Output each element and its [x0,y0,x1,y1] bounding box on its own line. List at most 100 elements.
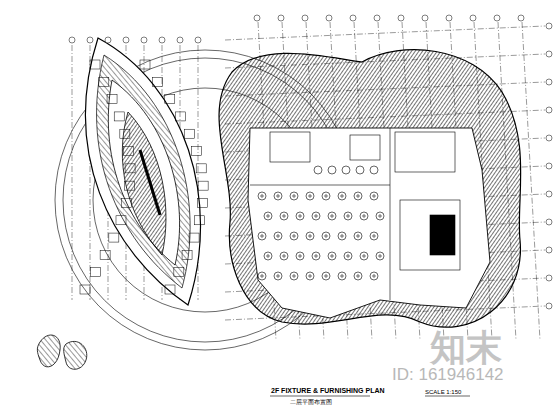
title-underline [270,396,470,397]
room-cell [196,164,206,173]
room-cell [99,77,109,86]
planter-ovals [37,335,86,369]
dining-table [354,272,362,280]
room-cell [120,129,130,138]
room-cell [121,198,131,207]
dining-table [274,192,282,200]
table-center [261,275,263,277]
dining-table [338,232,346,240]
room-cell [140,60,150,69]
grid-bubble [123,37,129,43]
table-center [325,195,327,197]
table-center [357,235,359,237]
dining-table [376,252,384,260]
room-cell [165,95,175,104]
grid-bubble [422,15,428,21]
grid-lines [72,22,545,340]
room-cell [125,164,135,173]
grid-bubble [398,15,404,21]
table-center [357,195,359,197]
dining-table [290,192,298,200]
table-center [283,215,285,217]
dining-table [370,192,378,200]
grid-bubble [546,135,552,141]
grid-bubble [177,37,183,43]
dining-table [328,166,336,174]
dining-table [344,212,352,220]
room-cell [189,233,199,242]
grid-line [72,45,73,300]
grid-bubble [87,37,93,43]
grid-bubble [105,37,111,43]
room-cell [153,77,163,86]
dining-table [258,192,266,200]
dining-table [306,192,314,200]
table-center [347,215,349,217]
dining-table [322,272,330,280]
grid-bubble [326,15,332,21]
room-cell [182,250,192,259]
table-center [363,215,365,217]
table-center [261,235,263,237]
grid-bubble [546,191,552,197]
watermark: 知末 [430,328,502,368]
dining-table [296,212,304,220]
room-cell [165,285,175,294]
dining-table [290,232,298,240]
grid-bubble [302,15,308,21]
dining-table [296,252,304,260]
scale-note: SCALE 1:150 [425,389,461,396]
grid-bubble [350,15,356,21]
table-center [261,195,263,197]
grid-bubble [518,15,524,21]
dining-table [274,232,282,240]
dining-table [328,252,336,260]
dining-table [322,232,330,240]
dining-table [306,232,314,240]
room-cell [80,285,90,294]
dining-table [258,232,266,240]
dining-table [370,232,378,240]
dining-table [328,212,336,220]
dining-table [370,166,378,174]
room-cell [185,129,195,138]
dining-table [360,212,368,220]
table-center [373,195,375,197]
table-center [299,215,301,217]
dining-table [342,166,350,174]
grid-bubble [546,163,552,169]
table-center [379,255,381,257]
table-center [331,215,333,217]
table-center [309,275,311,277]
grid-bubble [546,23,552,29]
dining-table [274,272,282,280]
table-center [341,235,343,237]
table-center [309,195,311,197]
table-center [299,255,301,257]
dining-table [354,232,362,240]
grid-bubble [69,37,75,43]
room-cell [176,112,186,121]
dining-table [356,166,364,174]
table-center [293,195,295,197]
dining-table [264,212,272,220]
dining-table [370,272,378,280]
dining-table [344,252,352,260]
dining-table [338,192,346,200]
table-center [277,235,279,237]
grid-bubble [546,247,552,253]
table-center [267,215,269,217]
grid-bubble [546,275,552,281]
room-cell [109,233,119,242]
table-center [379,215,381,217]
table-center [325,275,327,277]
table-center [347,255,349,257]
room-cell [90,60,100,69]
dining-table [376,212,384,220]
room-cell [197,198,207,207]
watermark-id: ID: 161946142 [392,366,504,385]
room-cell [192,147,202,156]
room-cell [107,95,117,104]
room-cell [100,250,110,259]
grid-bubble [141,37,147,43]
